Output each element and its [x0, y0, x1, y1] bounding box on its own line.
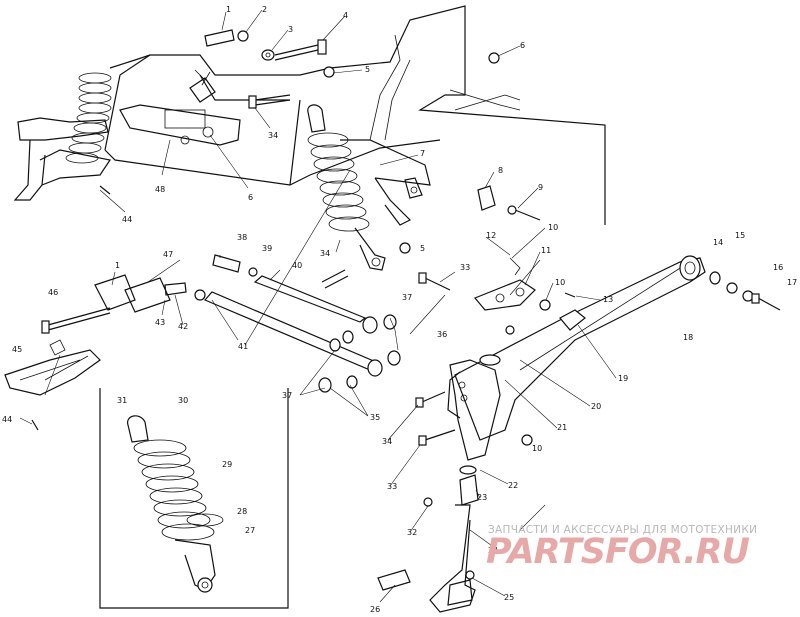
callout-41: 41 [238, 342, 248, 351]
callout-48: 48 [155, 185, 165, 194]
callout-7: 7 [420, 149, 425, 158]
callout-44: 44 [122, 215, 132, 224]
callout-1: 1 [226, 5, 231, 14]
leader-lines [19, 9, 617, 603]
callout-22: 22 [508, 481, 518, 490]
callout-9: 9 [538, 183, 543, 192]
callout-15: 15 [735, 231, 745, 240]
callout-16: 16 [773, 263, 783, 272]
callout-23: 23 [477, 493, 487, 502]
callout-24: 24 [488, 546, 498, 555]
callout-6: 6 [520, 41, 525, 50]
callout-44b: 44 [2, 415, 12, 424]
shock-detail-inset [99, 388, 289, 609]
trailing-arm [454, 255, 706, 441]
callout-32: 32 [407, 528, 417, 537]
callout-29: 29 [222, 460, 232, 469]
callout-34: 34 [268, 131, 278, 140]
callout-37: 37 [402, 293, 412, 302]
callout-5: 5 [365, 65, 370, 74]
spindle [429, 354, 501, 613]
callout-26: 26 [370, 605, 380, 614]
callout-3: 3 [288, 25, 293, 34]
callout-1b: 1 [115, 261, 120, 270]
callout-19: 19 [618, 374, 628, 383]
callout-30: 30 [178, 396, 188, 405]
callout-10b: 10 [555, 278, 565, 287]
callout-45: 45 [12, 345, 22, 354]
callout-35: 35 [370, 413, 380, 422]
callout-12: 12 [486, 231, 496, 240]
callout-37b: 37 [282, 391, 292, 400]
callout-34c: 34 [382, 437, 392, 446]
callout-5b: 5 [420, 244, 425, 253]
callout-10: 10 [548, 223, 558, 232]
callout-25: 25 [504, 593, 514, 602]
callout-42: 42 [178, 322, 188, 331]
control-rods [204, 275, 401, 393]
callout-31: 31 [117, 396, 127, 405]
hardware [31, 29, 781, 591]
callout-28: 28 [237, 507, 247, 516]
callout-14: 14 [713, 238, 723, 247]
callout-47: 47 [163, 250, 173, 259]
main-shock-absorber [307, 104, 431, 271]
callout-20: 20 [591, 402, 601, 411]
callout-labels: 1 1 2 3 4 5 5 6 6 7 8 9 10 10 10 11 12 1… [2, 5, 797, 614]
callout-2: 2 [262, 5, 267, 14]
callout-27: 27 [245, 526, 255, 535]
callout-36: 36 [437, 330, 447, 339]
callout-11: 11 [541, 246, 551, 255]
callout-33b: 33 [387, 482, 397, 491]
callout-13: 13 [603, 295, 613, 304]
left-shock-assembly [13, 54, 216, 201]
callout-10c: 10 [532, 444, 542, 453]
callout-8: 8 [498, 166, 503, 175]
callout-33: 33 [460, 263, 470, 272]
callout-4: 4 [343, 11, 348, 20]
callout-40: 40 [292, 261, 302, 270]
callout-34b: 34 [320, 249, 330, 258]
callout-17: 17 [787, 278, 797, 287]
callout-6b: 6 [248, 193, 253, 202]
chassis-frame [104, 5, 606, 225]
callout-18: 18 [683, 333, 693, 342]
callout-21: 21 [557, 423, 567, 432]
callout-43: 43 [155, 318, 165, 327]
callout-39: 39 [262, 244, 272, 253]
watermark-caption: ЗАПЧАСТИ И АКСЕССУАРЫ ДЛЯ МОТОТЕХНИКИ [488, 524, 758, 536]
callout-46: 46 [48, 288, 58, 297]
callout-38: 38 [237, 233, 247, 242]
watermark-logo: PARTSFOR.RU [486, 532, 750, 572]
